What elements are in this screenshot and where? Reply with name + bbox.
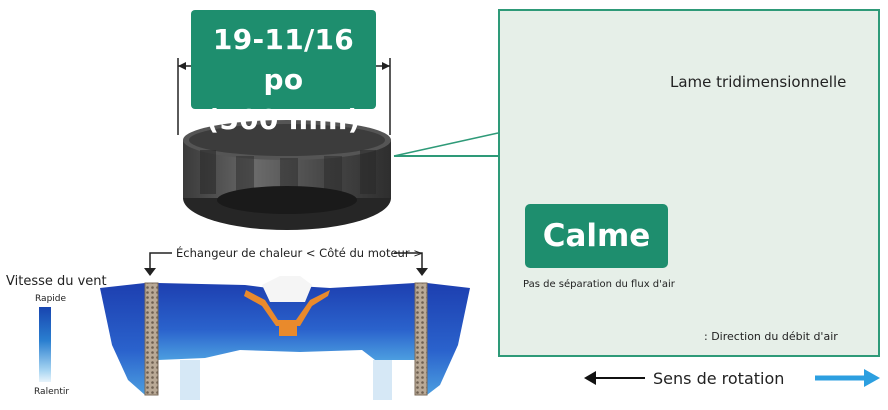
fan-impeller <box>183 120 391 230</box>
fan-size-metric: (500 mm) <box>206 103 361 136</box>
wind-speed-legend-title: Vitesse du vent <box>6 274 107 289</box>
blade-panel <box>498 9 880 357</box>
callout-connector <box>393 132 499 157</box>
heat-exchanger-pointer <box>144 252 428 276</box>
wind-speed-slow-label: Ralentir <box>34 387 70 397</box>
calme-caption: Pas de séparation du flux d'air <box>523 279 675 290</box>
airflow-cross-section <box>100 276 470 400</box>
size-dimension-line <box>177 58 391 135</box>
airflow-caption: : Direction du débit d'air <box>704 330 838 343</box>
wind-speed-fast-label: Rapide <box>35 294 67 304</box>
calme-badge: Calme <box>525 204 668 268</box>
heat-exchanger-caption: Échangeur de chaleur < Côté du moteur > <box>176 246 423 260</box>
fan-size-badge: 19-11/16 po (500 mm) <box>191 10 376 136</box>
fan-size-imperial: 19-11/16 po <box>212 23 355 96</box>
wind-speed-gradient-bar <box>39 307 51 382</box>
rotation-direction-arrow <box>584 371 645 385</box>
airflow-direction-arrow <box>815 369 880 387</box>
blade-title: Lame tridimensionnelle <box>670 73 847 91</box>
rotation-label: Sens de rotation <box>653 369 785 388</box>
